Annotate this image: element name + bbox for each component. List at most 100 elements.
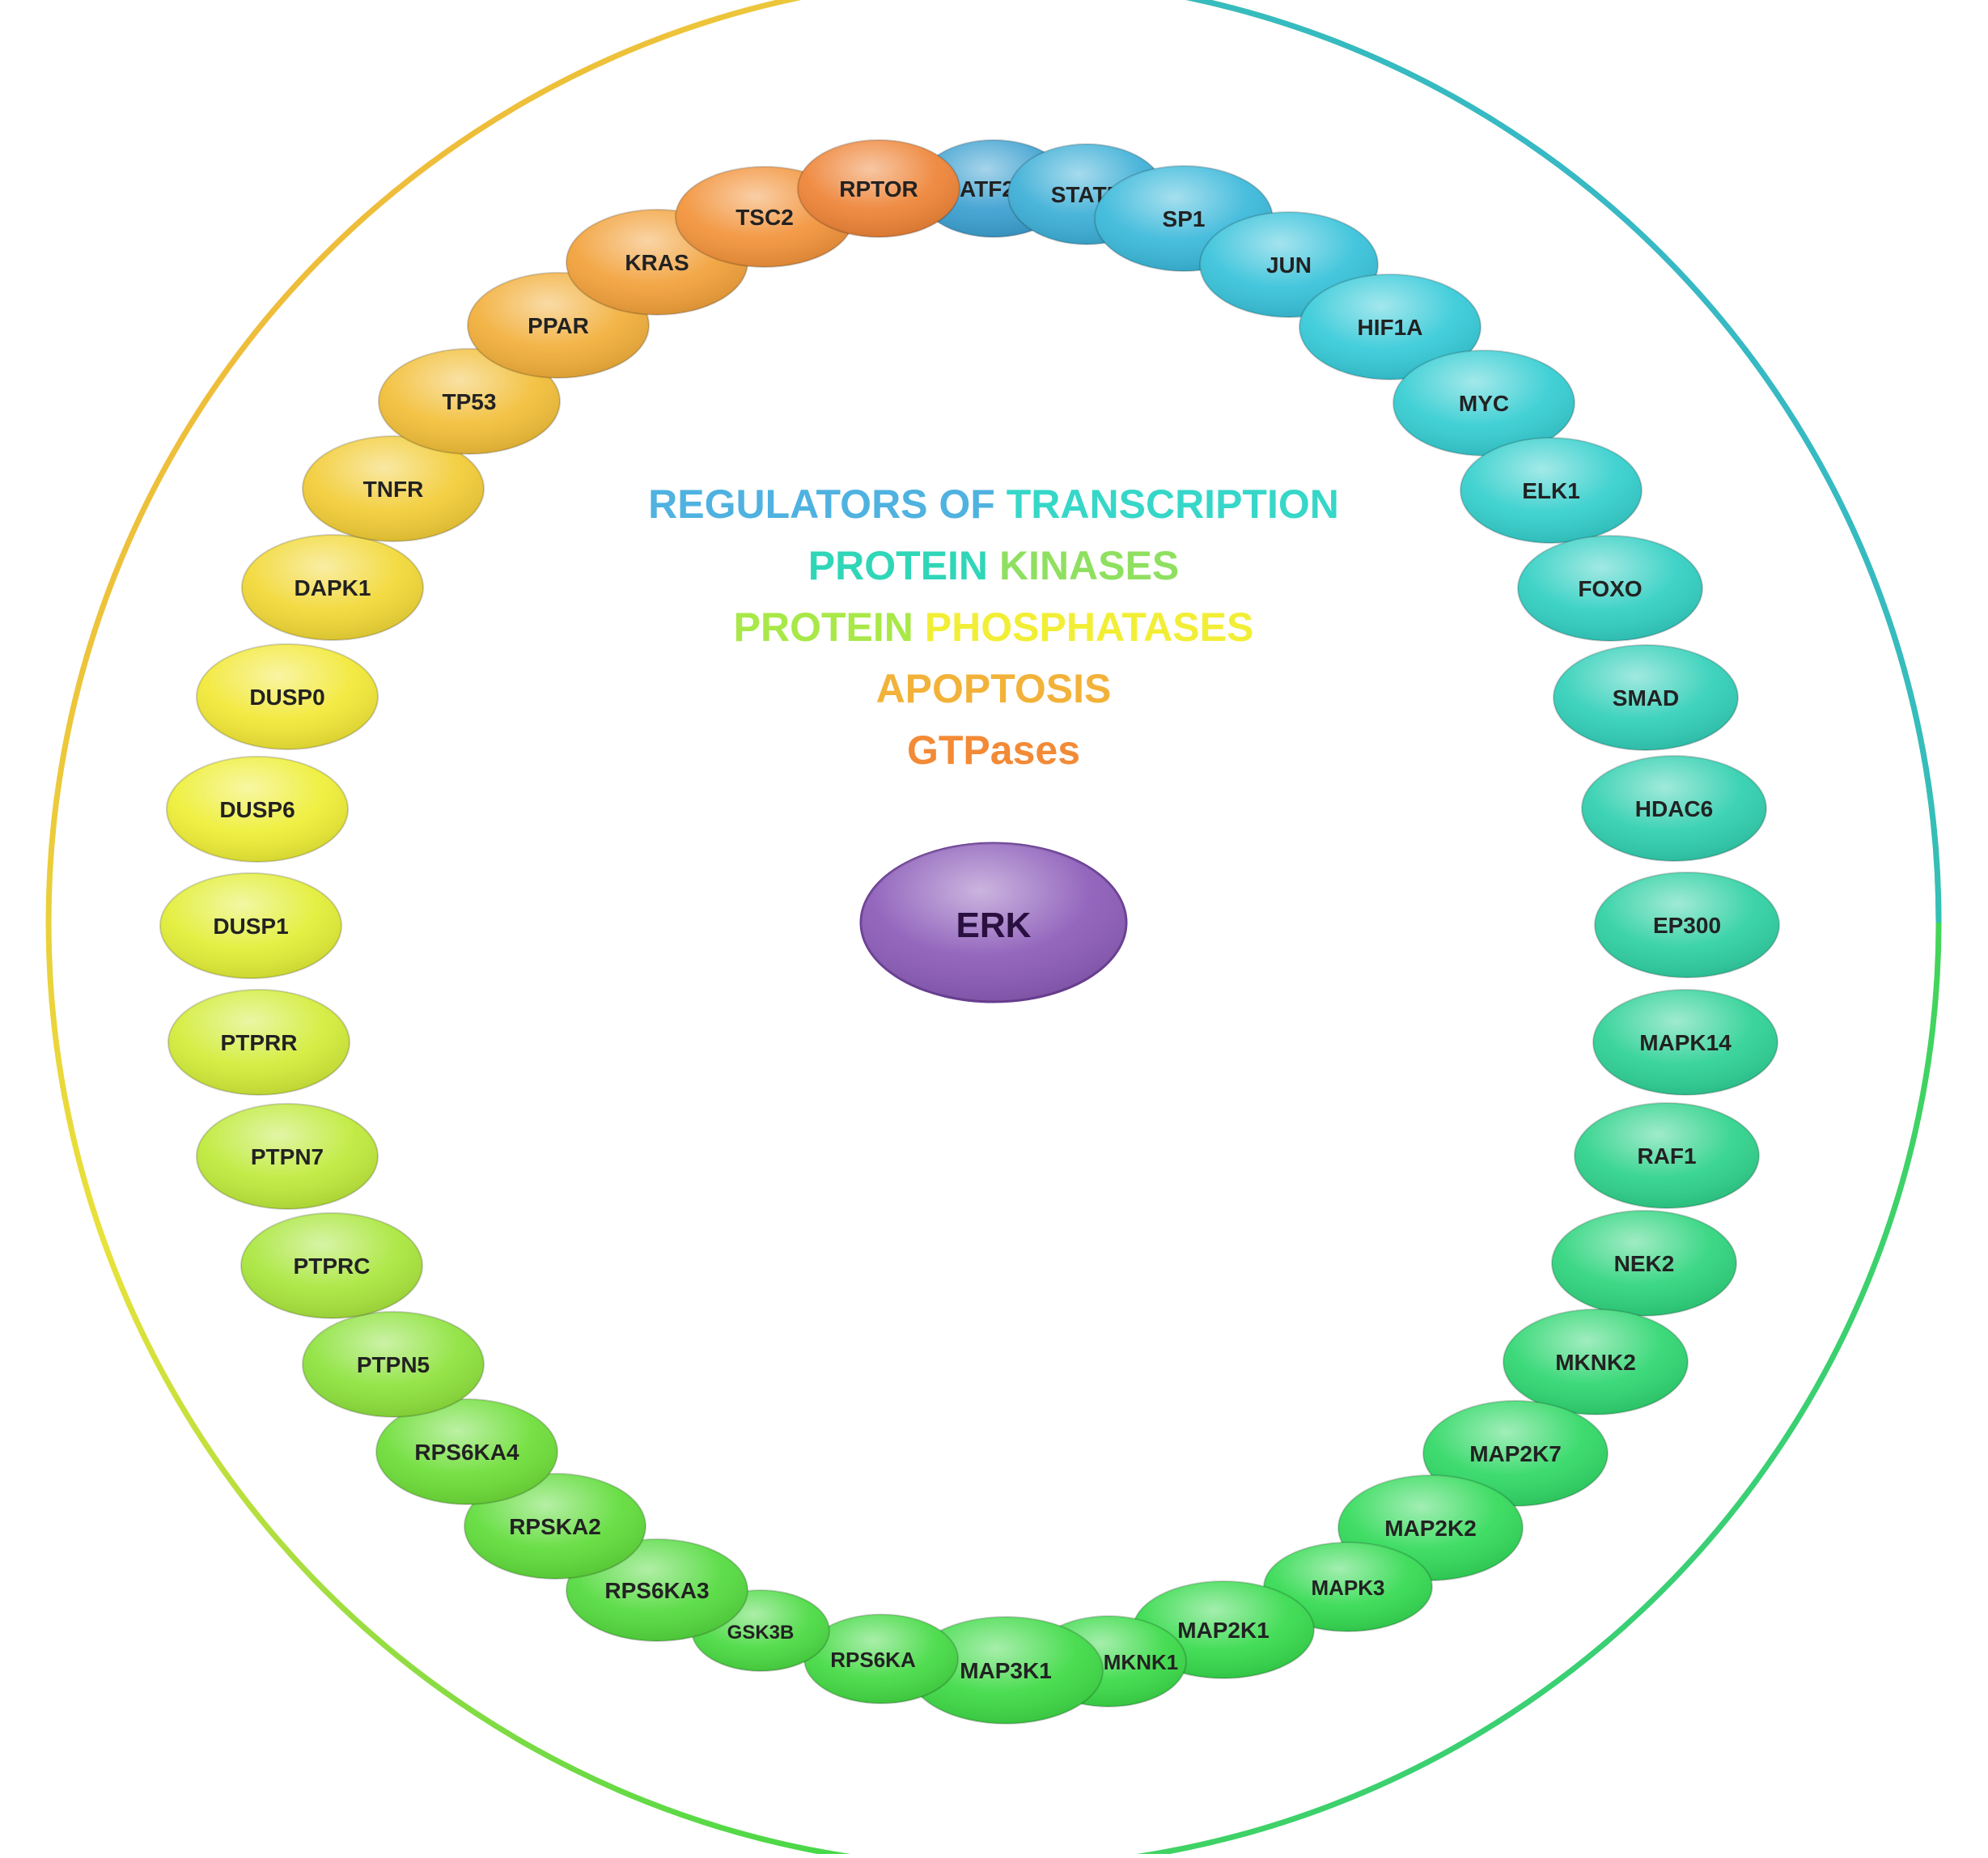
node-label: GSK3B xyxy=(727,1622,795,1644)
node-label: DUSP6 xyxy=(219,797,295,822)
node-ep300: EP300 xyxy=(1594,872,1780,978)
node-label: MAP2K1 xyxy=(1177,1618,1270,1643)
node-hif1a: HIF1A xyxy=(1299,274,1481,380)
node-dusp1: DUSP1 xyxy=(159,872,342,979)
node-label: MAP3K1 xyxy=(960,1658,1052,1683)
node-label: PTPRR xyxy=(221,1030,298,1055)
node-label: MKNK1 xyxy=(1104,1650,1178,1674)
legend-line: GTPases xyxy=(907,728,1080,773)
node-label: MAPK14 xyxy=(1639,1030,1732,1055)
node-shine xyxy=(379,349,560,454)
node-shine xyxy=(303,1312,484,1417)
node-label: MAPK3 xyxy=(1311,1576,1384,1600)
category-legend: REGULATORS OF TRANSCRIPTION PROTEIN KINAS… xyxy=(648,481,1339,773)
node-shine xyxy=(1595,872,1779,978)
node-label: RPTOR xyxy=(839,176,918,201)
node-shine xyxy=(168,990,350,1095)
node-shine xyxy=(909,1617,1103,1724)
node-label: DUSP0 xyxy=(249,685,324,710)
node-label: TSC2 xyxy=(735,205,794,230)
node-ptpn5: PTPN5 xyxy=(302,1311,485,1418)
node-label: MAP2K2 xyxy=(1384,1516,1477,1541)
node-label: TP53 xyxy=(443,389,497,414)
node-label: PTPN5 xyxy=(357,1352,430,1377)
node-label: FOXO xyxy=(1578,576,1642,601)
node-label: NEK2 xyxy=(1614,1251,1675,1276)
legend-word: PHOSPHATASES xyxy=(925,604,1254,650)
legend-word: KINASES xyxy=(999,543,1179,588)
node-label: JUN xyxy=(1266,252,1312,278)
center-ellipse-shine xyxy=(861,843,1126,1002)
node-label: TNFR xyxy=(363,477,424,502)
node-shine xyxy=(1518,536,1702,641)
node-rpska2: RPSKA2 xyxy=(464,1473,646,1580)
node-shine xyxy=(1460,438,1642,543)
node-shine xyxy=(242,535,423,640)
node-label: PTPN7 xyxy=(251,1144,324,1169)
node-raf1: RAF1 xyxy=(1574,1102,1760,1209)
node-shine xyxy=(1575,1103,1759,1208)
node-elk1: ELK1 xyxy=(1460,437,1643,544)
node-dapk1: DAPK1 xyxy=(241,534,424,641)
node-shine xyxy=(804,1614,958,1703)
node-shine xyxy=(303,436,484,541)
node-label: DUSP1 xyxy=(213,914,288,939)
node-rps6ka4: RPS6KA4 xyxy=(375,1398,558,1505)
node-label: KRAS xyxy=(625,250,689,275)
node-shine xyxy=(197,644,378,749)
node-shine xyxy=(798,140,960,237)
node-shine xyxy=(376,1399,557,1504)
node-shine xyxy=(1393,350,1575,456)
node-label: MAP2K7 xyxy=(1469,1441,1562,1466)
node-ptpn7: PTPN7 xyxy=(196,1103,379,1210)
node-label: PPAR xyxy=(528,313,589,338)
node-nek2: NEK2 xyxy=(1551,1210,1737,1317)
node-shine xyxy=(1552,1211,1736,1316)
center-label: ERK xyxy=(956,906,1032,945)
node-label: ATF2 xyxy=(960,176,1015,201)
node-label: HIF1A xyxy=(1358,315,1423,340)
legend-word: TRANSCRIPTION xyxy=(1007,481,1339,527)
node-shine xyxy=(1299,274,1481,380)
node-shine xyxy=(1582,756,1766,861)
legend-line: PROTEIN KINASES xyxy=(808,543,1179,588)
node-rps6ka: RPS6KA xyxy=(803,1614,959,1704)
legend-word: REGULATORS OF xyxy=(648,481,1007,527)
node-label: HDAC6 xyxy=(1635,796,1713,821)
outer-ring xyxy=(45,0,1942,1858)
node-shine xyxy=(1593,990,1778,1095)
node-myc: MYC xyxy=(1392,350,1575,456)
node-label: RPS6KA4 xyxy=(414,1440,519,1465)
node-map2k7: MAP2K7 xyxy=(1422,1400,1609,1507)
legend-word: GTPases xyxy=(907,728,1080,773)
legend-line: REGULATORS OF TRANSCRIPTION xyxy=(648,481,1339,527)
node-dusp0: DUSP0 xyxy=(196,643,379,750)
node-label: RPS6KA xyxy=(830,1648,916,1672)
legend-line: PROTEIN PHOSPHATASES xyxy=(734,604,1254,650)
node-ptprr: PTPRR xyxy=(167,989,350,1096)
legend-word: APOPTOSIS xyxy=(876,666,1112,711)
node-label: MKNK2 xyxy=(1555,1350,1636,1375)
node-shine xyxy=(1423,1401,1608,1506)
node-dusp6: DUSP6 xyxy=(166,756,349,863)
node-shine xyxy=(1264,1542,1432,1631)
node-label: DAPK1 xyxy=(295,575,371,600)
node-mknk2: MKNK2 xyxy=(1503,1309,1689,1415)
node-rptor: RPTOR xyxy=(797,139,960,238)
node-hdac6: HDAC6 xyxy=(1581,755,1767,862)
node-shine xyxy=(167,757,348,862)
node-tp53: TP53 xyxy=(378,348,561,455)
node-shine xyxy=(1554,645,1738,750)
node-label: SMAD xyxy=(1613,685,1679,711)
node-label: MYC xyxy=(1459,391,1509,416)
node-shine xyxy=(241,1213,422,1318)
legend-word: PROTEIN xyxy=(734,604,925,650)
node-label: PTPRC xyxy=(294,1254,371,1279)
node-map3k1: MAP3K1 xyxy=(908,1616,1104,1724)
node-tnfr: TNFR xyxy=(302,435,485,542)
node-label: RPS6KA3 xyxy=(604,1578,709,1603)
node-shine xyxy=(160,873,341,978)
